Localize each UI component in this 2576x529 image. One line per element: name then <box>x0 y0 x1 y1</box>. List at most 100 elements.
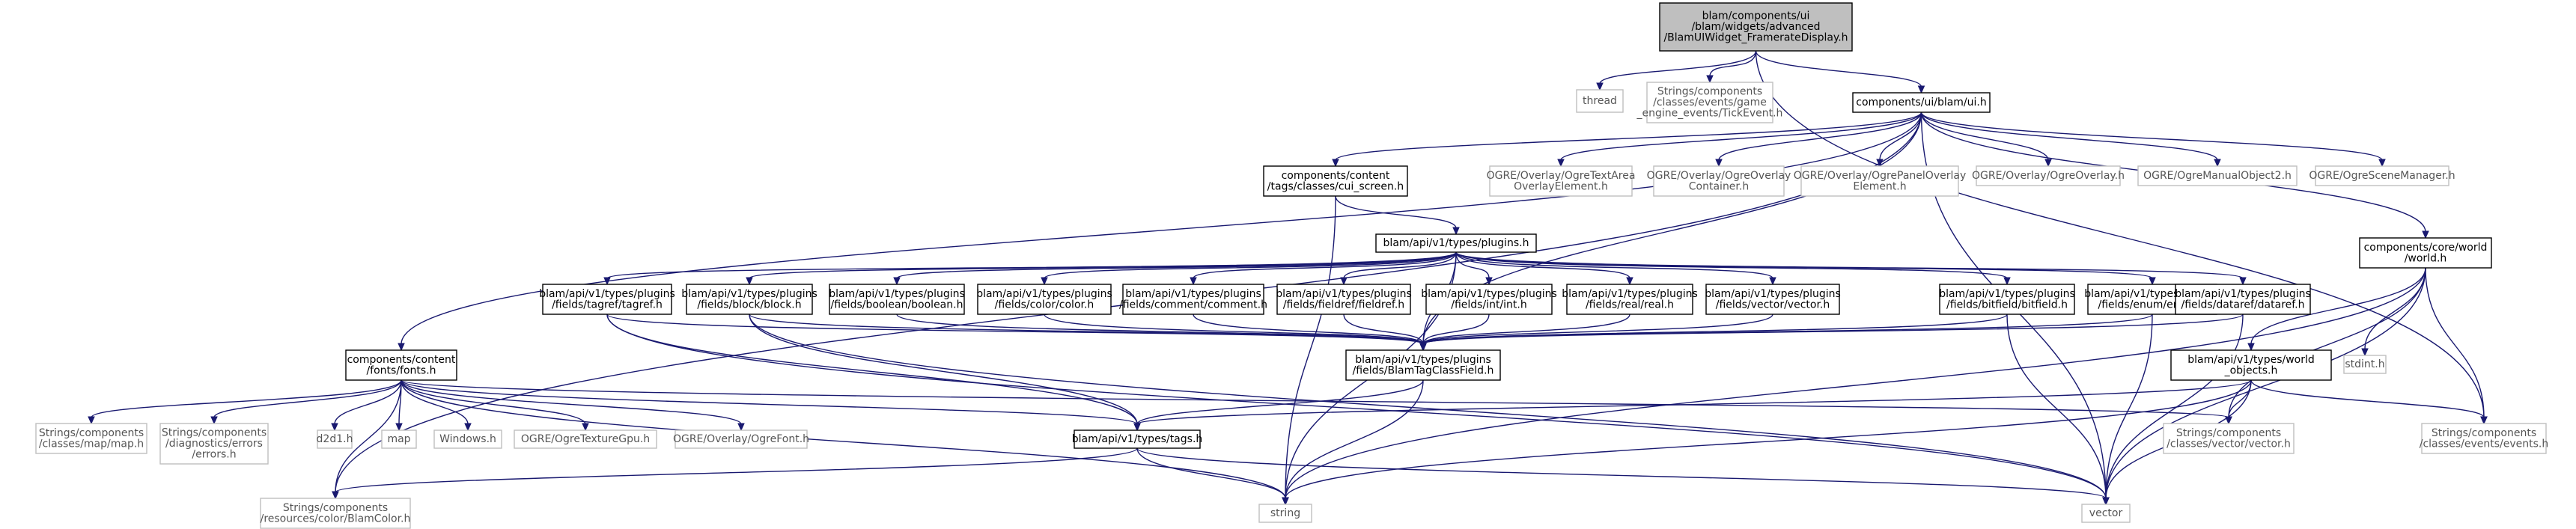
node-box <box>829 284 965 315</box>
node-box <box>1566 284 1693 315</box>
node-vecvec[interactable]: Strings/components/classes/vector/vector… <box>2163 423 2295 454</box>
node-windows[interactable]: Windows.h <box>433 429 502 449</box>
node-mapmap[interactable]: Strings/components/classes/map/map.h <box>35 423 147 454</box>
node-stdint[interactable]: stdint.h <box>2343 355 2387 374</box>
node-fonts[interactable]: components/content/fonts/fonts.h <box>345 349 457 381</box>
node-cui[interactable]: components/content/tags/classes/cui_scre… <box>1263 165 1408 197</box>
edge-line <box>1136 447 1286 499</box>
node-tagref[interactable]: blam/api/v1/types/plugins/fields/tagref/… <box>539 284 675 315</box>
arrowhead <box>1485 277 1493 286</box>
node-ui[interactable]: components/ui/blam/ui.h <box>1852 92 1991 113</box>
node-label-line: /fonts/fonts.h <box>366 364 436 376</box>
arrowhead <box>2044 159 2052 168</box>
node-label-line: /classes/vector/vector.h <box>2167 438 2291 450</box>
node-label: blam/api/v1/types/plugins/fields/bitfiel… <box>1939 288 2075 311</box>
node-font[interactable]: OGRE/Overlay/OgreFont.h <box>673 429 809 449</box>
arrowhead <box>2378 159 2386 168</box>
node-box <box>2421 423 2547 454</box>
node-map[interactable]: map <box>381 429 417 449</box>
node-label: blam/components/ui/blam/widgets/advanced… <box>1663 10 1848 44</box>
node-vectorf[interactable]: blam/api/v1/types/plugins/fields/vector/… <box>1705 284 1841 315</box>
edge-fonts-to-vecvec <box>401 379 2232 425</box>
node-real[interactable]: blam/api/v1/types/plugins/fields/real/re… <box>1562 284 1698 315</box>
node-label-line: components/core/world <box>2364 242 2488 254</box>
node-overlay[interactable]: OGRE/Overlay/OgreOverlay.h <box>1972 165 2125 186</box>
node-world[interactable]: components/core/world/world.h <box>2359 237 2492 269</box>
node-box <box>1705 284 1840 315</box>
node-label-line: blam/api/v1/types/plugins <box>539 288 675 300</box>
node-label-line: vector <box>2089 507 2123 519</box>
arrowhead <box>2149 277 2156 286</box>
node-vector[interactable]: vector <box>2081 504 2131 523</box>
edge-line <box>1136 447 2107 499</box>
node-thread[interactable]: thread <box>1576 89 1624 113</box>
node-box <box>1425 284 1553 315</box>
node-bitfield[interactable]: blam/api/v1/types/plugins/fields/bitfiel… <box>1939 284 2075 315</box>
node-errors[interactable]: Strings/components/diagnostics/errors/er… <box>159 423 269 465</box>
node-fieldref[interactable]: blam/api/v1/types/plugins/fields/fieldre… <box>1276 284 1412 315</box>
node-blamtag[interactable]: blam/api/v1/types/plugins/fields/BlamTag… <box>1345 349 1501 381</box>
node-string[interactable]: string <box>1258 504 1312 523</box>
node-label: vector <box>2089 507 2123 519</box>
node-label-line: /fields/vector/vector.h <box>1716 299 1830 311</box>
arrowhead <box>1557 159 1565 168</box>
node-blamcolor[interactable]: Strings/components/resources/color/BlamC… <box>260 498 411 529</box>
node-label-line: components/ui/blam/ui.h <box>1856 97 1987 108</box>
node-label: Strings/components/classes/map/map.h <box>39 427 144 450</box>
node-scenemgr[interactable]: OGRE/OgreSceneManager.h <box>2309 165 2455 186</box>
node-label: Strings/components/resources/color/BlamC… <box>261 502 411 525</box>
node-label: blam/api/v1/types/plugins/fields/block/b… <box>681 288 817 311</box>
node-comment[interactable]: blam/api/v1/types/plugins/fields/comment… <box>1119 284 1267 315</box>
edge-plugins-to-block <box>746 251 1457 286</box>
edge-line <box>1193 314 1424 345</box>
node-root[interactable]: blam/components/ui/blam/widgets/advanced… <box>1659 2 1853 52</box>
node-texgpu[interactable]: OGRE/OgreTextureGpu.h <box>514 429 657 449</box>
arrowhead <box>1190 277 1197 286</box>
edge-fonts-to-font <box>401 379 745 432</box>
edge-fieldref-to-blamtag <box>1343 314 1427 352</box>
node-events[interactable]: Strings/components/classes/events/events… <box>2420 423 2548 454</box>
arrowhead <box>88 416 95 425</box>
node-label-line: d2d1.h <box>317 433 353 445</box>
node-box <box>1653 165 1785 197</box>
node-block[interactable]: blam/api/v1/types/plugins/fields/block/b… <box>681 284 817 315</box>
edge-line <box>1879 111 1922 161</box>
arrowhead <box>1452 227 1460 236</box>
node-d2d1[interactable]: d2d1.h <box>317 429 353 449</box>
node-color[interactable]: blam/api/v1/types/plugins/fields/color/c… <box>976 284 1112 315</box>
node-label-line: blam/api/v1/types/plugins <box>1125 288 1261 300</box>
edge-plugins-to-tagref <box>603 251 1457 286</box>
node-manobj[interactable]: OGRE/OgreManualObject2.h <box>2137 165 2298 186</box>
node-label: blam/api/v1/types/plugins/fields/int/int… <box>1421 288 1557 311</box>
node-label: stdint.h <box>2345 358 2384 370</box>
node-box <box>977 284 1112 315</box>
node-int[interactable]: blam/api/v1/types/plugins/fields/int/int… <box>1421 284 1557 315</box>
node-tickevent[interactable]: Strings/components/classes/events/game_e… <box>1636 82 1783 123</box>
arrowhead <box>2102 497 2110 506</box>
node-label: blam/api/v1/types/plugins/fields/color/c… <box>976 288 1112 311</box>
edge-line <box>1335 111 1922 161</box>
node-label-line: Strings/components <box>39 427 144 439</box>
node-box <box>514 429 657 449</box>
node-label-line: blam/api/v1/types/plugins <box>829 288 965 300</box>
arrowhead <box>332 491 339 500</box>
node-tags[interactable]: blam/api/v1/types/tags.h <box>1072 429 1203 449</box>
node-box <box>1258 504 1312 523</box>
edge-worldobj-to-events <box>2250 379 2488 425</box>
node-plugins[interactable]: blam/api/v1/types/plugins.h <box>1375 233 1537 253</box>
node-worldobj[interactable]: blam/api/v1/types/world_objects.h <box>2170 349 2332 381</box>
node-label-line: /fields/real/real.h <box>1586 299 1674 311</box>
node-label-line: /fields/block/block.h <box>697 299 801 311</box>
edge-line <box>1343 251 1457 279</box>
node-box <box>1576 89 1624 113</box>
edge-line <box>401 379 586 425</box>
node-label: blam/api/v1/types/plugins/fields/BlamTag… <box>1353 354 1494 377</box>
node-label-line: /fields/int/int.h <box>1451 299 1526 311</box>
edge-line <box>1455 251 1630 279</box>
node-dataref[interactable]: blam/api/v1/types/plugins/fields/dataref… <box>2175 284 2311 315</box>
node-label: Strings/components/classes/vector/vector… <box>2167 427 2291 450</box>
node-boolean[interactable]: blam/api/v1/types/plugins/fields/boolean… <box>829 284 965 315</box>
